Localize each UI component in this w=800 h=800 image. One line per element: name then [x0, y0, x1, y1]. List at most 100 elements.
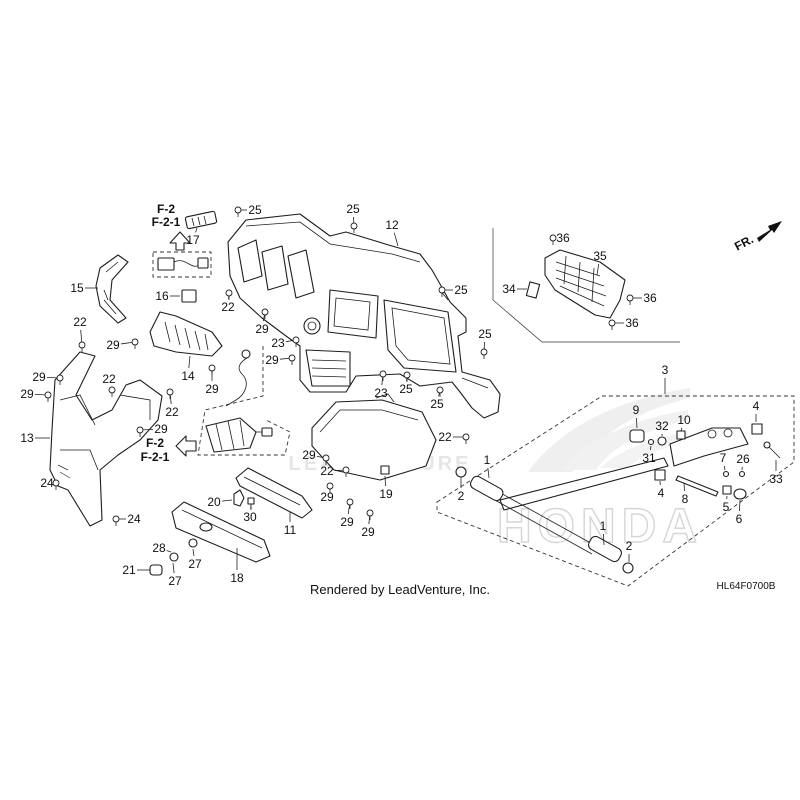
fastener [131, 338, 139, 349]
callout-label: 27 [188, 557, 202, 571]
callout-label: 2 [458, 489, 465, 503]
fastener [292, 336, 300, 347]
callout-label: 5 [723, 500, 730, 514]
callout-label: 23 [271, 336, 285, 350]
callout-label: 22 [102, 372, 116, 386]
callout-label: 29 [154, 422, 168, 436]
callout-label: 29 [32, 370, 46, 384]
callout-label: 25 [454, 283, 468, 297]
leader-line [596, 263, 600, 276]
callout-label: 25 [399, 382, 413, 396]
forward-arrow-icon [757, 221, 782, 242]
callout-label: 25 [430, 397, 444, 411]
fastener [261, 308, 269, 319]
watermark: HONDA LEADVENTURE [288, 388, 698, 554]
callout-label: 22 [165, 405, 179, 419]
callout-label: 24 [40, 476, 54, 490]
fastener [436, 386, 444, 397]
fastener [379, 370, 387, 381]
callout-label: 36 [643, 291, 657, 305]
connector-detail [152, 251, 212, 278]
fastener [438, 286, 446, 297]
fastener [608, 319, 616, 330]
latch-knob [149, 564, 163, 576]
callout-label: 30 [243, 510, 257, 524]
callout-label: 29 [205, 382, 219, 396]
fastener [56, 374, 64, 385]
callout-label: 29 [20, 387, 34, 401]
direction-indicator: FR. [732, 221, 782, 254]
fastener [342, 466, 350, 477]
callout-label: 19 [379, 487, 393, 501]
dashboard-panel [227, 213, 501, 419]
socket-box [181, 289, 197, 303]
callout-label: 10 [677, 413, 691, 427]
callout-label: 29 [302, 448, 316, 462]
callout-label: 6 [736, 512, 743, 526]
callout-label: 13 [20, 431, 34, 445]
callout-label: 4 [753, 399, 760, 413]
callout-label: 2 [626, 539, 633, 553]
leader-line [680, 427, 683, 432]
callout-label: 27 [168, 574, 182, 588]
lower-panel [149, 311, 223, 357]
direction-label: FR. [732, 232, 756, 253]
callout-label: 36 [625, 316, 639, 330]
callout-label: 25 [248, 203, 262, 217]
callout-label: 25 [346, 202, 360, 216]
fastener [462, 433, 470, 444]
callout-label: 29 [361, 525, 375, 539]
callout-label: 29 [320, 490, 334, 504]
callout-label: 20 [207, 495, 221, 509]
washer [188, 538, 198, 548]
callout-label: 17 [186, 233, 200, 247]
callout-label: 28 [152, 541, 166, 555]
callout-label: 33 [769, 472, 783, 486]
callout-label: 14 [181, 369, 195, 383]
fastener [108, 386, 116, 397]
fastener [366, 509, 374, 520]
callout-label: 21 [122, 563, 136, 577]
callout-label: 35 [593, 249, 607, 263]
leader-line [739, 499, 741, 512]
lid-frame [235, 467, 313, 519]
callout-label: 8 [682, 492, 689, 506]
diagram-code: HL64F0700B [717, 581, 776, 592]
callout-label: 22 [73, 315, 87, 329]
leader-line [221, 499, 233, 502]
leader-line [195, 227, 198, 233]
fastener [346, 498, 354, 509]
washer [169, 552, 179, 562]
leader-line [636, 417, 638, 429]
grille-detail-group [492, 228, 680, 343]
fastener [350, 222, 358, 233]
leader-line [649, 445, 652, 451]
fastener [234, 206, 242, 217]
callout-label: 25 [478, 327, 492, 341]
callout-label: 9 [633, 403, 640, 417]
leader-line [603, 533, 605, 546]
callout-label: 26 [736, 452, 750, 466]
wire-harness [197, 346, 291, 456]
callout-label: 16 [155, 289, 169, 303]
outline-arrow-icon [175, 435, 197, 457]
fastener [403, 371, 411, 382]
callout-label: 29 [340, 515, 354, 529]
callout-label: 12 [385, 218, 399, 232]
callout-label: 29 [265, 353, 279, 367]
leader-line [172, 562, 175, 574]
fastener [44, 391, 52, 402]
leader-line [393, 232, 399, 247]
callout-label: 4 [658, 486, 665, 500]
fastener [326, 482, 334, 493]
callout-label: 31 [642, 451, 656, 465]
outline-arrow-icon [169, 231, 191, 251]
hook-clip [233, 489, 245, 507]
callout-label: 22 [221, 300, 235, 314]
callout-label: 1 [600, 519, 607, 533]
credit-text: Rendered by LeadVenture, Inc. [310, 582, 490, 597]
fastener [166, 388, 174, 399]
fastener [52, 479, 60, 490]
fastener [480, 348, 488, 359]
callout-label: 18 [230, 571, 244, 585]
